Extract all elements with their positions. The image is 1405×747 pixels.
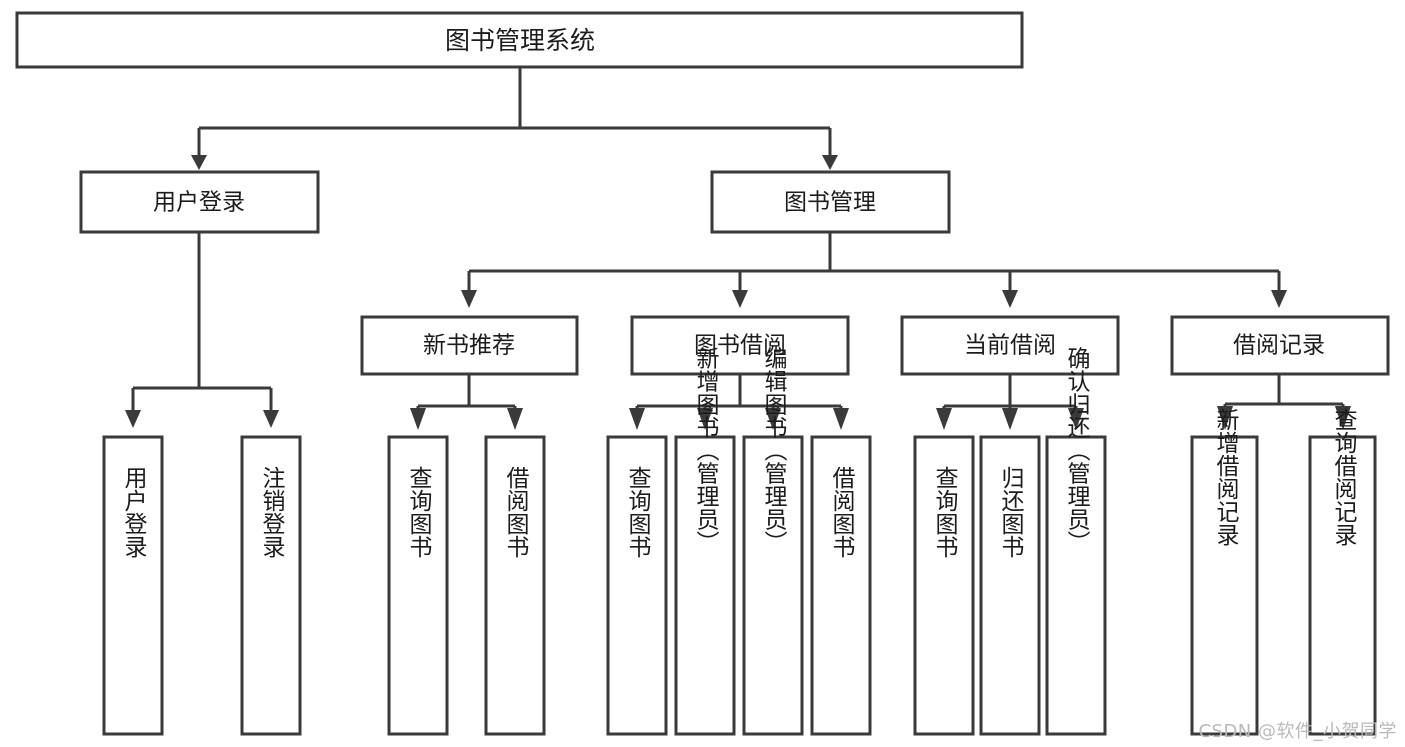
leaf-current-confirm-return[interactable]: 确认归还（管理员） <box>1045 347 1107 736</box>
arrowhead-bb-query <box>629 408 645 430</box>
node-borrow-records-label: 借阅记录 <box>1233 333 1325 359</box>
arrowhead-current-borrow <box>1002 290 1018 308</box>
leaf-newbooks-query-book[interactable]: 查询图书 <box>387 435 449 736</box>
arrowhead-cb-confirm <box>1068 408 1084 430</box>
leaf-current-query-book[interactable]: 查询图书 <box>913 435 975 736</box>
node-new-book-recommend-label: 新书推荐 <box>423 333 515 359</box>
arrowhead-book-borrow <box>732 290 748 308</box>
leaf-records-query-record[interactable]: 查询借阅记录 <box>1308 408 1377 736</box>
arrowhead-borrow-records <box>1271 290 1287 308</box>
leaf-current-return-book-label: 归还图书 <box>997 466 1025 558</box>
leaf-borrow-add-book-label: 新增图书（管理员） <box>692 347 720 554</box>
node-current-borrow[interactable]: 当前借阅 <box>900 315 1120 376</box>
leaf-borrow-query-book[interactable]: 查询图书 <box>606 435 668 736</box>
leaf-current-query-book-label: 查询图书 <box>931 466 959 558</box>
leaf-borrow-add-book[interactable]: 新增图书（管理员） <box>674 347 736 736</box>
leaf-borrow-edit-book[interactable]: 编辑图书（管理员） <box>742 347 804 736</box>
connector-layer <box>125 67 1351 430</box>
node-user-login-label: 用户登录 <box>153 190 245 216</box>
leaf-records-add-record[interactable]: 新增借阅记录 <box>1190 408 1259 736</box>
arrowhead-bb-add <box>697 408 713 430</box>
node-new-book-recommend[interactable]: 新书推荐 <box>360 315 579 376</box>
leaf-newbooks-borrow-book[interactable]: 借阅图书 <box>484 435 546 736</box>
arrowhead-new-books <box>461 290 477 308</box>
node-root[interactable]: 图书管理系统 <box>15 11 1024 69</box>
leaf-user-login[interactable]: 用户登录 <box>102 435 164 736</box>
node-book-borrow[interactable]: 图书借阅 <box>630 315 850 376</box>
arrowhead-bb-borrow <box>833 408 849 430</box>
leaf-logout-label: 注销登录 <box>258 466 286 558</box>
arrowhead-rc-add <box>1217 406 1233 430</box>
node-user-login[interactable]: 用户登录 <box>79 170 320 234</box>
node-root-label: 图书管理系统 <box>445 26 595 55</box>
leaf-records-query-record-label: 查询借阅记录 <box>1330 408 1358 546</box>
node-book-management[interactable]: 图书管理 <box>710 170 951 234</box>
node-current-borrow-label: 当前借阅 <box>964 333 1056 359</box>
leaf-borrow-borrow-book-label: 借阅图书 <box>828 466 856 558</box>
arrowhead-nb-query <box>410 408 426 430</box>
leaf-borrow-edit-book-label: 编辑图书（管理员） <box>760 347 788 554</box>
node-book-borrow-label: 图书借阅 <box>694 333 786 359</box>
leaf-newbooks-borrow-book-label: 借阅图书 <box>502 466 530 558</box>
leaf-current-confirm-return-label: 确认归还（管理员） <box>1063 347 1091 554</box>
arrowhead-cb-query <box>936 408 952 430</box>
leaf-borrow-query-book-label: 查询图书 <box>624 466 652 558</box>
arrowhead-book-mgmt <box>822 155 838 170</box>
arrowhead-cb-return <box>1002 408 1018 430</box>
leaf-records-add-record-label: 新增借阅记录 <box>1212 408 1240 546</box>
arrowhead-leaf-user-login <box>125 410 141 428</box>
node-borrow-records[interactable]: 借阅记录 <box>1170 315 1390 376</box>
arrowhead-nb-borrow <box>507 408 523 430</box>
leaf-current-return-book[interactable]: 归还图书 <box>979 435 1041 736</box>
arrowhead-bb-edit <box>765 408 781 430</box>
leaf-user-login-label: 用户登录 <box>120 466 148 558</box>
arrowhead-user-login <box>191 155 207 170</box>
leaf-newbooks-query-book-label: 查询图书 <box>405 466 433 558</box>
watermark: CSDN @软件_小贺同学 <box>1198 721 1397 742</box>
leaf-logout[interactable]: 注销登录 <box>240 435 302 736</box>
leaf-borrow-borrow-book[interactable]: 借阅图书 <box>810 435 872 736</box>
node-book-management-label: 图书管理 <box>784 190 876 216</box>
arrowhead-rc-query <box>1335 406 1351 430</box>
arrowhead-leaf-logout <box>263 410 279 428</box>
